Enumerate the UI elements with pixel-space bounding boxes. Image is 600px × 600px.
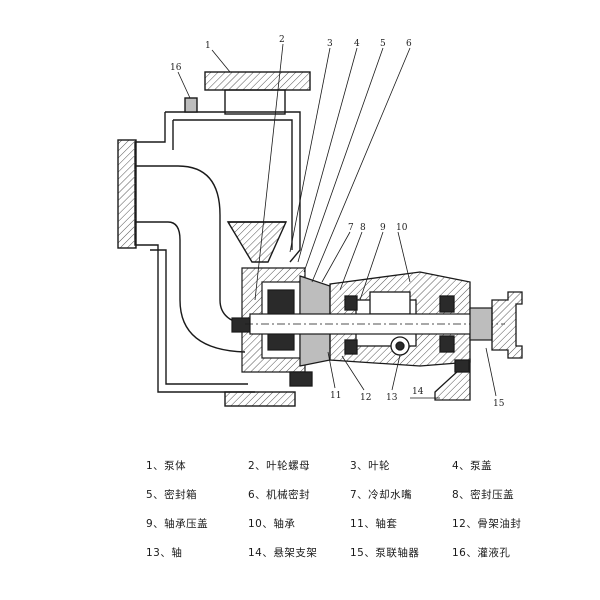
callout-8: 8: [360, 223, 366, 233]
callout-13: 13: [386, 393, 398, 403]
callout-10: 10: [396, 223, 408, 233]
coupling: [491, 291, 523, 359]
parts-legend: 1、泵体 2、叶轮螺母 3、叶轮 4、泵盖 5、密封箱 6、机械密封 7、冷却水…: [146, 458, 552, 560]
legend-item: 2、叶轮螺母: [248, 460, 311, 472]
legend-item: 1、泵体: [146, 460, 187, 472]
callout-9: 9: [380, 223, 386, 233]
pump-body: [117, 71, 311, 407]
pedestal-support: [289, 358, 471, 401]
legend-item: 9、轴承压盖: [146, 518, 209, 530]
callout-15: 15: [493, 399, 505, 409]
legend-item: 7、冷却水嘴: [350, 489, 413, 501]
callout-5: 5: [380, 39, 386, 49]
callout-2: 2: [279, 35, 285, 45]
pump-cross-section-drawing: 1 2 3 4 5 6 7 8 9 10 11 12 13 14 15 16: [117, 35, 523, 409]
legend-item: 10、轴承: [248, 518, 296, 530]
legend-item: 13、轴: [146, 547, 183, 559]
callout-1: 1: [205, 41, 211, 51]
callout-numbers: 1 2 3 4 5 6 7 8 9 10 11 12 13 14 15 16: [170, 35, 505, 409]
legend-item: 4、泵盖: [452, 460, 493, 472]
callout-11: 11: [330, 391, 341, 401]
callout-6: 6: [406, 39, 412, 49]
legend-item: 16、灌液孔: [452, 547, 511, 559]
callout-4: 4: [354, 39, 360, 49]
legend-item: 5、密封箱: [146, 489, 198, 501]
callout-7: 7: [348, 223, 354, 233]
legend-item: 3、叶轮: [350, 460, 391, 472]
callout-16: 16: [170, 63, 182, 73]
callout-14: 14: [412, 387, 424, 397]
callout-3: 3: [327, 39, 333, 49]
legend-item: 11、轴套: [350, 518, 398, 530]
callout-12: 12: [360, 393, 371, 403]
legend-item: 15、泵联轴器: [350, 547, 420, 559]
legend-item: 14、悬架支架: [248, 547, 318, 559]
legend-item: 8、密封压盖: [452, 489, 515, 501]
legend-item: 6、机械密封: [248, 489, 311, 501]
leader-lines: [177, 43, 497, 399]
legend-item: 12、骨架油封: [452, 518, 522, 530]
